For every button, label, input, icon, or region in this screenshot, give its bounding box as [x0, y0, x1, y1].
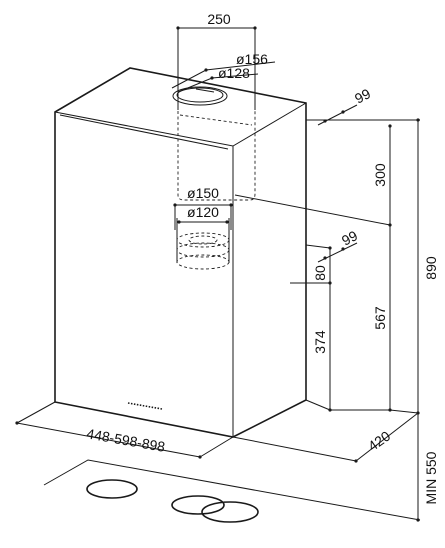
right-dim-lines: [234, 118, 420, 415]
label-dia-156: ø156: [236, 51, 268, 67]
label-99-top: 99: [352, 85, 373, 107]
top-outlet: [172, 86, 228, 106]
label-dia-120: ø120: [187, 204, 219, 220]
dia-156-leader: [171, 61, 276, 89]
dia-120-dim: [177, 220, 229, 224]
dim-250: [176, 26, 257, 110]
label-374: 374: [312, 330, 328, 354]
dim-99-top: [317, 104, 358, 126]
label-80: 80: [312, 265, 328, 281]
label-250: 250: [207, 11, 231, 27]
label-99-mid: 99: [339, 227, 360, 249]
label-300: 300: [372, 163, 388, 187]
dim-width: [15, 401, 234, 459]
dim-99-mid: [317, 242, 358, 263]
label-567: 567: [372, 306, 388, 330]
lower-cutout: [176, 218, 230, 270]
label-dia-128: ø128: [218, 65, 250, 81]
label-min-550: MIN 550: [423, 451, 439, 504]
label-890: 890: [423, 256, 439, 280]
hob-plane: [43, 413, 421, 523]
label-dia-150: ø150: [187, 185, 219, 201]
control-strip: [127, 402, 163, 410]
dia-128-leader: [177, 73, 259, 93]
label-widths: 448-598-898: [85, 425, 166, 455]
dia-150-dim: [173, 203, 233, 230]
dim-depth: [232, 412, 419, 463]
hood-body: [54, 67, 307, 438]
hidden-duct: [177, 100, 256, 201]
